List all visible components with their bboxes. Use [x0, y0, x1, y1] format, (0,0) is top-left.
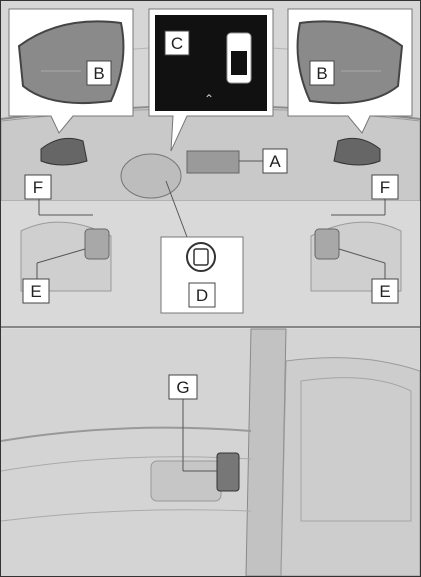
- chevron-up-icon: ⌃: [204, 92, 214, 106]
- label-e-right: E: [379, 282, 390, 301]
- label-g: G: [176, 378, 189, 397]
- label-a: A: [269, 152, 281, 171]
- steering-wheel: [121, 154, 181, 198]
- label-b-right: B: [316, 64, 327, 83]
- label-e-left: E: [30, 282, 41, 301]
- top-panel: B B ⌃ C A F F: [1, 1, 420, 326]
- bottom-panel: G: [1, 329, 420, 576]
- switch-g: [217, 453, 239, 491]
- center-display: [187, 151, 239, 173]
- callout-mirror-right: B: [288, 9, 412, 133]
- switch-e-right: [315, 229, 339, 259]
- label-c: C: [171, 34, 183, 53]
- label-f-right: F: [380, 178, 390, 197]
- switch-e-left: [85, 229, 109, 259]
- label-f-left: F: [33, 178, 43, 197]
- callout-mirror-left: B: [9, 9, 133, 133]
- label-b-left: B: [93, 64, 104, 83]
- label-d: D: [196, 286, 208, 305]
